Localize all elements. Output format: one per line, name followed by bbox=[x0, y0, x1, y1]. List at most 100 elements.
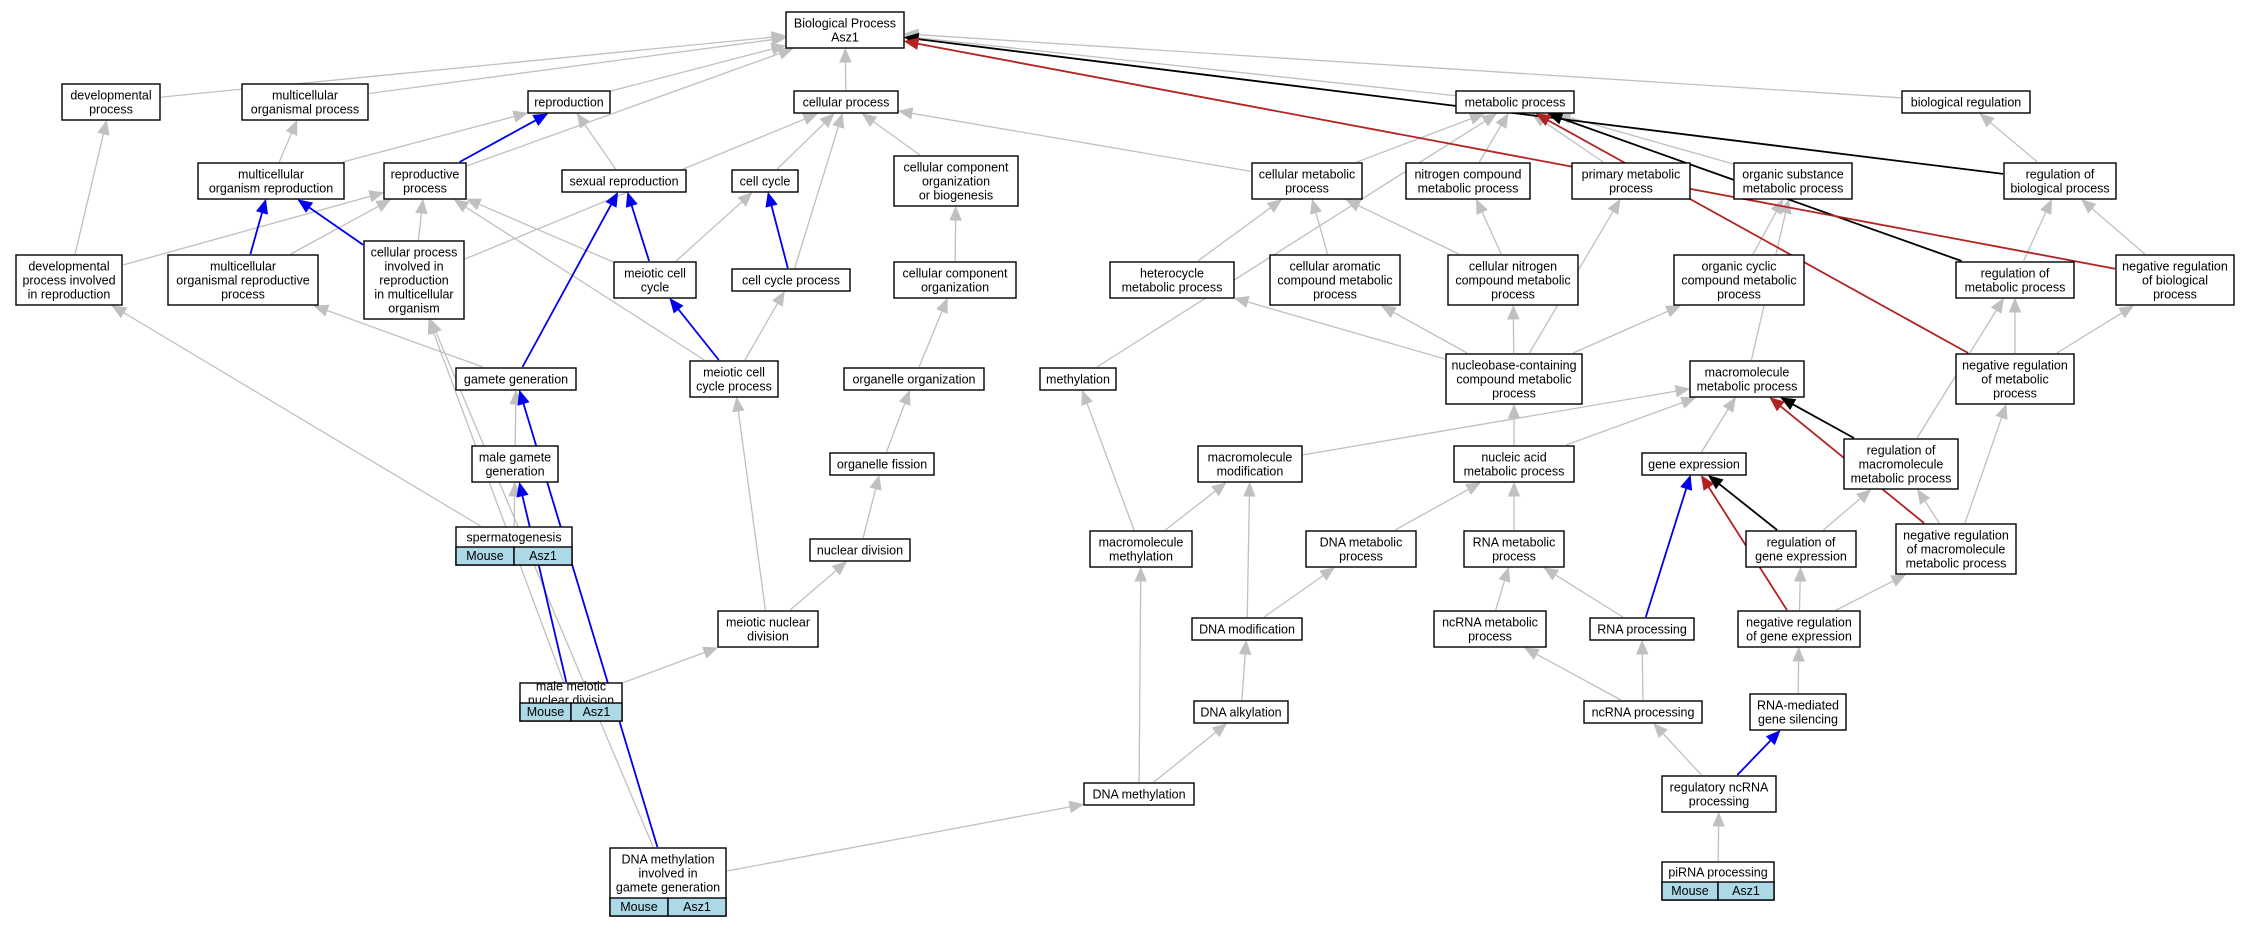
node-box bbox=[1089, 530, 1193, 568]
go-term-node[interactable]: sexual reproduction bbox=[561, 169, 687, 193]
go-term-node[interactable]: organelle fission bbox=[829, 452, 935, 476]
go-term-node[interactable]: organelle organization bbox=[843, 367, 985, 391]
edge-is-a bbox=[278, 119, 298, 163]
go-term-node[interactable]: DNA alkylation bbox=[1193, 700, 1289, 724]
edge-part-of bbox=[669, 298, 720, 361]
edge-is-a bbox=[111, 305, 481, 527]
node-label-line: sexual reproduction bbox=[569, 175, 678, 189]
node-label-line: cellular aromatic bbox=[1289, 260, 1380, 274]
go-term-node[interactable]: metabolic process bbox=[1455, 90, 1575, 114]
node-box bbox=[1589, 617, 1695, 641]
go-term-node[interactable]: gamete generation bbox=[455, 367, 577, 391]
edge-is-a bbox=[776, 113, 835, 170]
go-term-node[interactable]: RNA processing bbox=[1589, 617, 1695, 641]
node-label-line: biological process bbox=[2010, 182, 2109, 196]
edge-is-a bbox=[1310, 198, 1329, 255]
node-label-line: DNA methylation bbox=[1092, 788, 1185, 802]
node-label-line: reproduction bbox=[534, 96, 604, 110]
edge-is-a bbox=[789, 561, 847, 611]
edge-is-a bbox=[1507, 403, 1521, 445]
go-term-node[interactable]: cell cycle bbox=[731, 169, 799, 193]
go-term-node[interactable]: gene expression bbox=[1641, 452, 1747, 476]
edge-is-a bbox=[2081, 199, 2146, 255]
edge-is-a bbox=[1153, 723, 1228, 783]
node-label-line: metabolic process bbox=[1464, 465, 1565, 479]
node-label-line: macromolecule bbox=[1705, 366, 1790, 380]
edge-is-a bbox=[1394, 482, 1481, 531]
go-term-node[interactable]: reproduction bbox=[527, 90, 611, 114]
go-term-node[interactable]: cell cycle process bbox=[731, 268, 851, 292]
node-label-line: macromolecule bbox=[1859, 458, 1944, 472]
node-label-line: of gene expression bbox=[1746, 630, 1852, 644]
node-label-line: nucleic acid bbox=[1481, 451, 1546, 465]
go-term-node[interactable]: DNA modification bbox=[1191, 617, 1303, 641]
node-box bbox=[1733, 162, 1853, 200]
edge-is-a bbox=[1565, 396, 1697, 446]
node-label-line: negative regulation bbox=[1746, 616, 1852, 630]
go-term-node[interactable]: methylation bbox=[1039, 367, 1117, 391]
node-label-line: metabolic process bbox=[1465, 96, 1566, 110]
graph-edges bbox=[74, 28, 2146, 872]
node-label-line: compound metabolic bbox=[1277, 274, 1392, 288]
node-box bbox=[1745, 530, 1857, 568]
go-term-node[interactable]: nuclear division bbox=[809, 538, 911, 562]
node-box bbox=[15, 254, 123, 306]
go-term-node[interactable]: cellular process bbox=[793, 90, 899, 114]
node-box bbox=[1453, 445, 1575, 483]
edge-is-a bbox=[1964, 403, 2008, 524]
edge-is-a bbox=[1555, 111, 1734, 165]
go-term-node[interactable]: biological regulation bbox=[1901, 90, 2031, 114]
node-label-line: cycle process bbox=[696, 380, 772, 394]
node-label-line: cell cycle process bbox=[742, 274, 840, 288]
go-term-node[interactable]: DNA methylation bbox=[1083, 782, 1195, 806]
go-term-node[interactable]: ncRNA processing bbox=[1583, 700, 1703, 724]
edge-is-a bbox=[1263, 567, 1335, 618]
node-label-line: DNA alkylation bbox=[1200, 706, 1281, 720]
node-label-line: male gamete bbox=[479, 451, 551, 465]
